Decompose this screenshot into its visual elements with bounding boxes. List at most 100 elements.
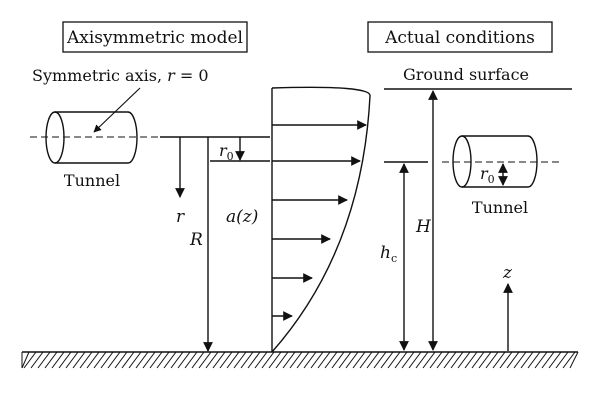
ground-hatch-mark [534,351,548,369]
hc-base: h [380,243,391,263]
ground-hatch-mark [380,351,394,369]
symmetric-axis-pointer [93,87,141,133]
ground-hatch-mark [387,351,401,369]
ground-hatch-mark [254,351,268,369]
ground-hatch-mark [401,351,415,369]
ground-hatch-mark [485,351,499,369]
ground-hatch-mark [205,351,219,369]
ground-hatch-mark [408,351,422,369]
distribution-arrows [272,120,367,321]
symmetric-axis-suffix: = 0 [175,66,209,85]
ground-hatch-mark [499,351,513,369]
distribution-curve [271,86,371,353]
ground-hatch-mark [562,351,576,369]
ground-hatch-mark [464,351,478,369]
az-label: a(z) [226,207,258,227]
ground-surface-label: Ground surface [403,65,529,84]
r-label: r [176,207,185,227]
r0-right-sub: 0 [488,173,495,186]
ground-hatch-mark [359,351,373,369]
ground-hatch-mark [212,351,226,369]
ground-hatch-mark [142,351,156,369]
ground-hatch-mark [184,351,198,369]
ground-hatch-mark [177,351,191,369]
ground-hatch-mark [226,351,240,369]
axisymmetric-model-box: Axisymmetric model [62,21,248,53]
ground-hatch-mark [135,351,149,369]
ground-hatch-mark [72,351,86,369]
ground-hatch-mark [513,351,527,369]
ground-hatch-mark [296,351,310,369]
ground-hatch-mark [37,351,51,369]
r0-label-right: r0 [480,164,495,186]
ground-hatch-mark [156,351,170,369]
ground-hatch-mark [541,351,555,369]
actual-conditions-box: Actual conditions [367,21,553,53]
ground-hatch-mark [93,351,107,369]
ground-hatch-mark [555,351,569,369]
ground-hatch-mark [310,351,324,369]
ground-hatch-mark [23,351,37,369]
ground-hatch-mark [191,351,205,369]
ground-hatch-mark [30,351,44,369]
H-label: H [415,217,432,237]
ground-hatch-mark [86,351,100,369]
tunnel-right-label: Tunnel [472,198,528,217]
R-label: R [189,230,203,250]
axisymmetric-model-title: Axisymmetric model [66,28,243,48]
ground-hatch-mark [65,351,79,369]
symmetric-axis-prefix: Symmetric axis, [32,66,167,85]
ground-hatch-mark [345,351,359,369]
ground-hatch-mark [114,351,128,369]
ground-hatch-mark [79,351,93,369]
ground-hatch-mark [149,351,163,369]
ground-hatch-mark [422,351,436,369]
ground-hatch-mark [352,351,366,369]
ground-hatch-mark [443,351,457,369]
symmetric-axis-label: Symmetric axis, r = 0 [32,66,209,85]
ground-hatch-mark [261,351,275,369]
ground-hatch-mark [338,351,352,369]
ground-hatch-mark [233,351,247,369]
r0-right-base: r [480,164,489,183]
ground-hatch-mark [240,351,254,369]
ground-hatch-mark [324,351,338,369]
ground-hatch-mark [471,351,485,369]
ground-hatch-mark [21,351,30,369]
ground-hatch-mark [548,351,562,369]
ground-hatch-mark [44,351,58,369]
ground-hatch-mark [128,351,142,369]
ground-hatch-mark [492,351,506,369]
ground-hatch-mark [450,351,464,369]
tunnel-left-label: Tunnel [64,171,120,190]
ground-hatch-mark [219,351,233,369]
r0-left-sub: 0 [227,150,234,163]
ground-hatch-mark [289,351,303,369]
ground-hatch-mark [275,351,289,369]
ground-hatch-mark [478,351,492,369]
ground-hatch [21,351,579,369]
ground-hatch-mark [58,351,72,369]
r0-left-base: r [219,141,228,160]
ground-hatch-mark [366,351,380,369]
ground-hatch-mark [163,351,177,369]
ground-hatch-mark [373,351,387,369]
symmetric-axis-r: r [167,66,176,85]
ground-hatch-mark [331,351,345,369]
ground-hatch-mark [317,351,331,369]
ground-hatch-mark [415,351,429,369]
ground-hatch-mark [569,351,579,369]
ground-hatch-mark [198,351,212,369]
ground-hatch-mark [506,351,520,369]
ground-hatch-mark [268,351,282,369]
hc-label: hc [380,243,397,265]
ground-hatch-mark [436,351,450,369]
ground-hatch-mark [51,351,65,369]
ground-hatch-mark [303,351,317,369]
ground-hatch-mark [107,351,121,369]
ground-hatch-mark [394,351,408,369]
hc-sub: c [391,252,397,265]
ground-hatch-mark [527,351,541,369]
ground-hatch-mark [429,351,443,369]
